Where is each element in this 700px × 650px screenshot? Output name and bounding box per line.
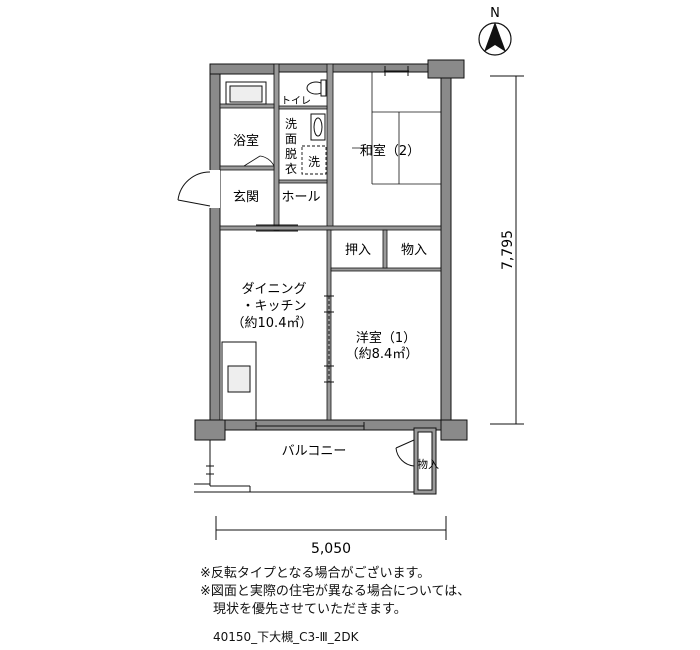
entrance-door-icon (177, 170, 220, 208)
room-label-toilet: トイレ (281, 96, 311, 107)
depth-dimension: 7,795 (500, 230, 516, 270)
room-label-hall: ホール (281, 190, 320, 205)
note-line-2: ※図面と実際の住宅が異なる場合については、 (200, 584, 471, 599)
room-label-washitsu: 和室（2） (360, 143, 420, 159)
room-label-dk-2: ・キッチン (241, 299, 306, 314)
room-label-bath: 浴室 (233, 133, 259, 149)
room-label-oshiire: 押入 (345, 243, 371, 258)
room-label-balcony: バルコニー (282, 444, 347, 459)
room-label-washroom-4: 衣 (285, 161, 297, 176)
washbasin-icon (310, 113, 326, 141)
note-line-3: 現状を優先させていただきます。 (200, 602, 407, 617)
plan-code: 40150_下大槻_C3-Ⅲ_2DK (213, 630, 359, 644)
room-label-dk-1: ダイニング (241, 282, 306, 297)
room-label-yoshitsu-1: 洋室（1） (356, 330, 416, 346)
tatami-lines (352, 72, 441, 185)
compass-label: N (490, 6, 500, 21)
room-label-dk-3: （約10.4㎡） (232, 316, 313, 331)
toilet-icon (306, 79, 327, 97)
interior-walls (219, 63, 442, 421)
room-label-washroom-2: 面 (285, 132, 297, 146)
room-label-monoire: 物入 (401, 243, 427, 258)
room-label-balcony-storage: 物入 (417, 457, 439, 471)
room-label-washroom-3: 脱 (285, 146, 297, 161)
sliding-door-marks (255, 66, 409, 430)
room-label-yoshitsu-2: （約8.4㎡） (346, 347, 419, 362)
washer-space-icon (301, 145, 327, 175)
balcony-storage (395, 427, 437, 495)
north-arrow-icon (478, 22, 512, 56)
room-label-washroom-1: 洗 (285, 117, 297, 131)
note-line-1: ※反転タイプとなる場合がございます。 (200, 566, 431, 581)
kitchen-counter-icon (221, 341, 257, 421)
balcony-outline (194, 440, 414, 493)
bathtub-icon (225, 81, 267, 105)
dimension-lines (215, 75, 524, 540)
width-dimension: 5,050 (311, 541, 351, 557)
room-label-entrance: 玄関 (233, 190, 259, 205)
bath-door-icon (243, 155, 275, 167)
room-label-washer: 洗 (308, 155, 320, 169)
